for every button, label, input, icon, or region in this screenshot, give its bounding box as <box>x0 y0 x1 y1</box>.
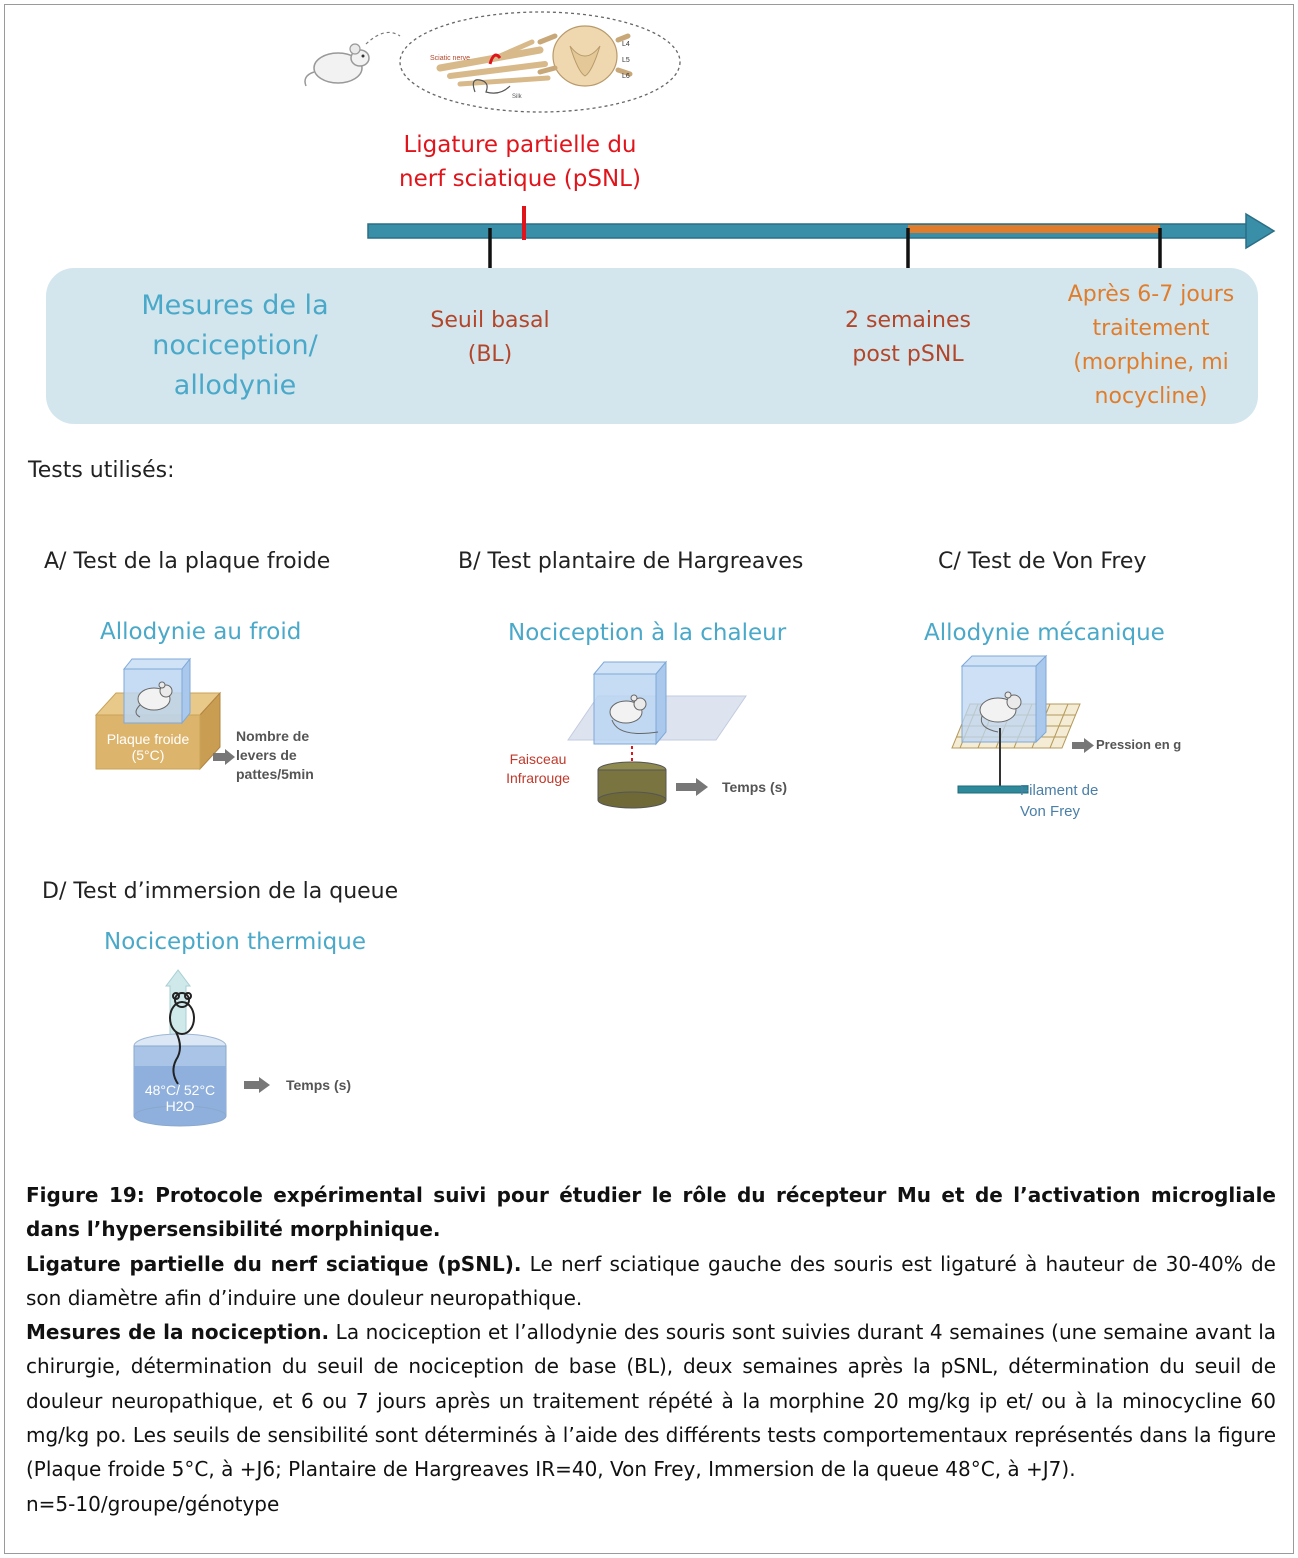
mouse-icon <box>169 992 195 1085</box>
test-a-subtitle: Allodynie au froid <box>100 619 302 645</box>
cold-plate-illustration <box>94 657 222 771</box>
sciatic-nerve-inset: Sciatic nerve Silk L4 L5 L6 <box>304 11 681 113</box>
von-frey-illustration <box>951 654 1081 794</box>
figure-frame <box>4 4 1294 1554</box>
filament-label-line1: Filament de <box>1020 782 1099 799</box>
l4-tag: L4 <box>622 41 630 48</box>
l6-tag: L6 <box>622 73 630 80</box>
tail-immersion-illustration <box>133 969 227 1127</box>
stage-week2-line2: post pSNL <box>852 342 964 367</box>
plate-label-line1: Plaque froide <box>106 731 190 747</box>
stage-treatment-line1: Après 6-7 jours <box>1067 282 1235 307</box>
silk-tag: Silk <box>512 94 523 100</box>
measures-line1: Mesures de la <box>141 290 329 321</box>
caption-p2-text: La nociception et l’allodynie des souris… <box>26 1320 1277 1482</box>
filament-label-line2: Von Frey <box>1020 803 1081 820</box>
hargreaves-illustration <box>567 660 747 809</box>
spinal-cord-illustration <box>436 25 633 94</box>
l5-tag: L5 <box>622 57 630 64</box>
caption-p2-bold: Mesures de la nociception. <box>26 1320 330 1345</box>
stage-baseline-line2: (BL) <box>467 342 513 367</box>
test-b-title: B/ Test plantaire de Hargreaves <box>458 549 804 574</box>
test-b-subtitle: Nociception à la chaleur <box>508 620 787 646</box>
arrow-head-icon <box>1245 212 1276 250</box>
test-a-title: A/ Test de la plaque froide <box>44 549 331 574</box>
plate-label-line2: (5°C) <box>131 747 165 763</box>
caption-p3: n=5-10/groupe/génotype <box>26 1491 280 1516</box>
stage-week2: 2 semaines post pSNL <box>808 304 1008 372</box>
test-a-output-line2: levers de <box>236 747 297 763</box>
timeline-arrow <box>367 206 1276 268</box>
caption-p1-text: Le nerf sciatique gauche des souris est … <box>26 1251 1276 1310</box>
measures-label: Mesures de la nociception/ allodynie <box>120 286 350 406</box>
plate-label: Plaque froide (5°C) <box>96 731 200 763</box>
water-label-line1: 48°C/ 52°C <box>144 1082 216 1098</box>
arrow-right-icon <box>213 749 235 765</box>
test-d-title: D/ Test d’immersion de la queue <box>42 879 399 904</box>
mouse-icon <box>304 43 370 87</box>
tests-heading: Tests utilisés: <box>28 458 175 483</box>
stage-treatment: Après 6-7 jours traitement (morphine, mi… <box>1040 278 1262 414</box>
filament-label: Filament de Von Frey <box>1020 780 1098 822</box>
water-label: 48°C/ 52°C H2O <box>134 1082 226 1114</box>
test-d-subtitle: Nociception thermique <box>104 929 366 955</box>
test-d-output: Temps (s) <box>286 1077 352 1093</box>
measures-line3: allodynie <box>173 370 297 401</box>
arrow-right-icon <box>244 1077 270 1093</box>
surgery-label-line2: nerf sciatique (pSNL) <box>399 166 641 192</box>
surgery-label: Ligature partielle du nerf sciatique (pS… <box>380 128 660 196</box>
water-label-line2: H2O <box>165 1098 195 1114</box>
test-a-output: Nombre de levers de pattes/5min <box>236 727 314 784</box>
figure-caption: Figure 19: Protocole expérimental suivi … <box>26 1178 1276 1521</box>
treatment-period-bar <box>908 225 1160 233</box>
test-a-output-line3: pattes/5min <box>236 766 314 782</box>
surgery-label-line1: Ligature partielle du <box>403 132 637 158</box>
test-c-output: Pression en g <box>1096 737 1182 752</box>
beam-label-line2: Infrarouge <box>506 770 570 786</box>
test-a-output-line1: Nombre de <box>236 728 310 744</box>
caption-p1-bold: Ligature partielle du nerf sciatique (pS… <box>26 1251 522 1276</box>
measurement-band <box>46 268 1258 424</box>
arrow-right-icon <box>676 778 708 796</box>
stage-treatment-line2: traitement <box>1092 316 1210 341</box>
stage-treatment-line3: (morphine, mi <box>1073 350 1229 375</box>
test-c-title: C/ Test de Von Frey <box>938 549 1147 574</box>
test-b-output: Temps (s) <box>722 779 788 795</box>
test-c-subtitle: Allodynie mécanique <box>924 620 1165 646</box>
stage-treatment-line4: nocycline) <box>1094 384 1208 409</box>
beam-label: Faisceau Infrarouge <box>488 750 588 788</box>
stage-baseline-line1: Seuil basal <box>430 308 550 333</box>
sciatic-nerve-tag: Sciatic nerve <box>430 55 470 62</box>
stage-week2-line1: 2 semaines <box>845 308 971 333</box>
arrow-right-icon <box>1072 738 1094 753</box>
beam-label-line1: Faisceau <box>509 751 567 767</box>
stage-baseline: Seuil basal (BL) <box>400 304 580 372</box>
caption-title: Figure 19: Protocole expérimental suivi … <box>26 1183 1276 1242</box>
measures-line2: nociception/ <box>152 330 318 361</box>
